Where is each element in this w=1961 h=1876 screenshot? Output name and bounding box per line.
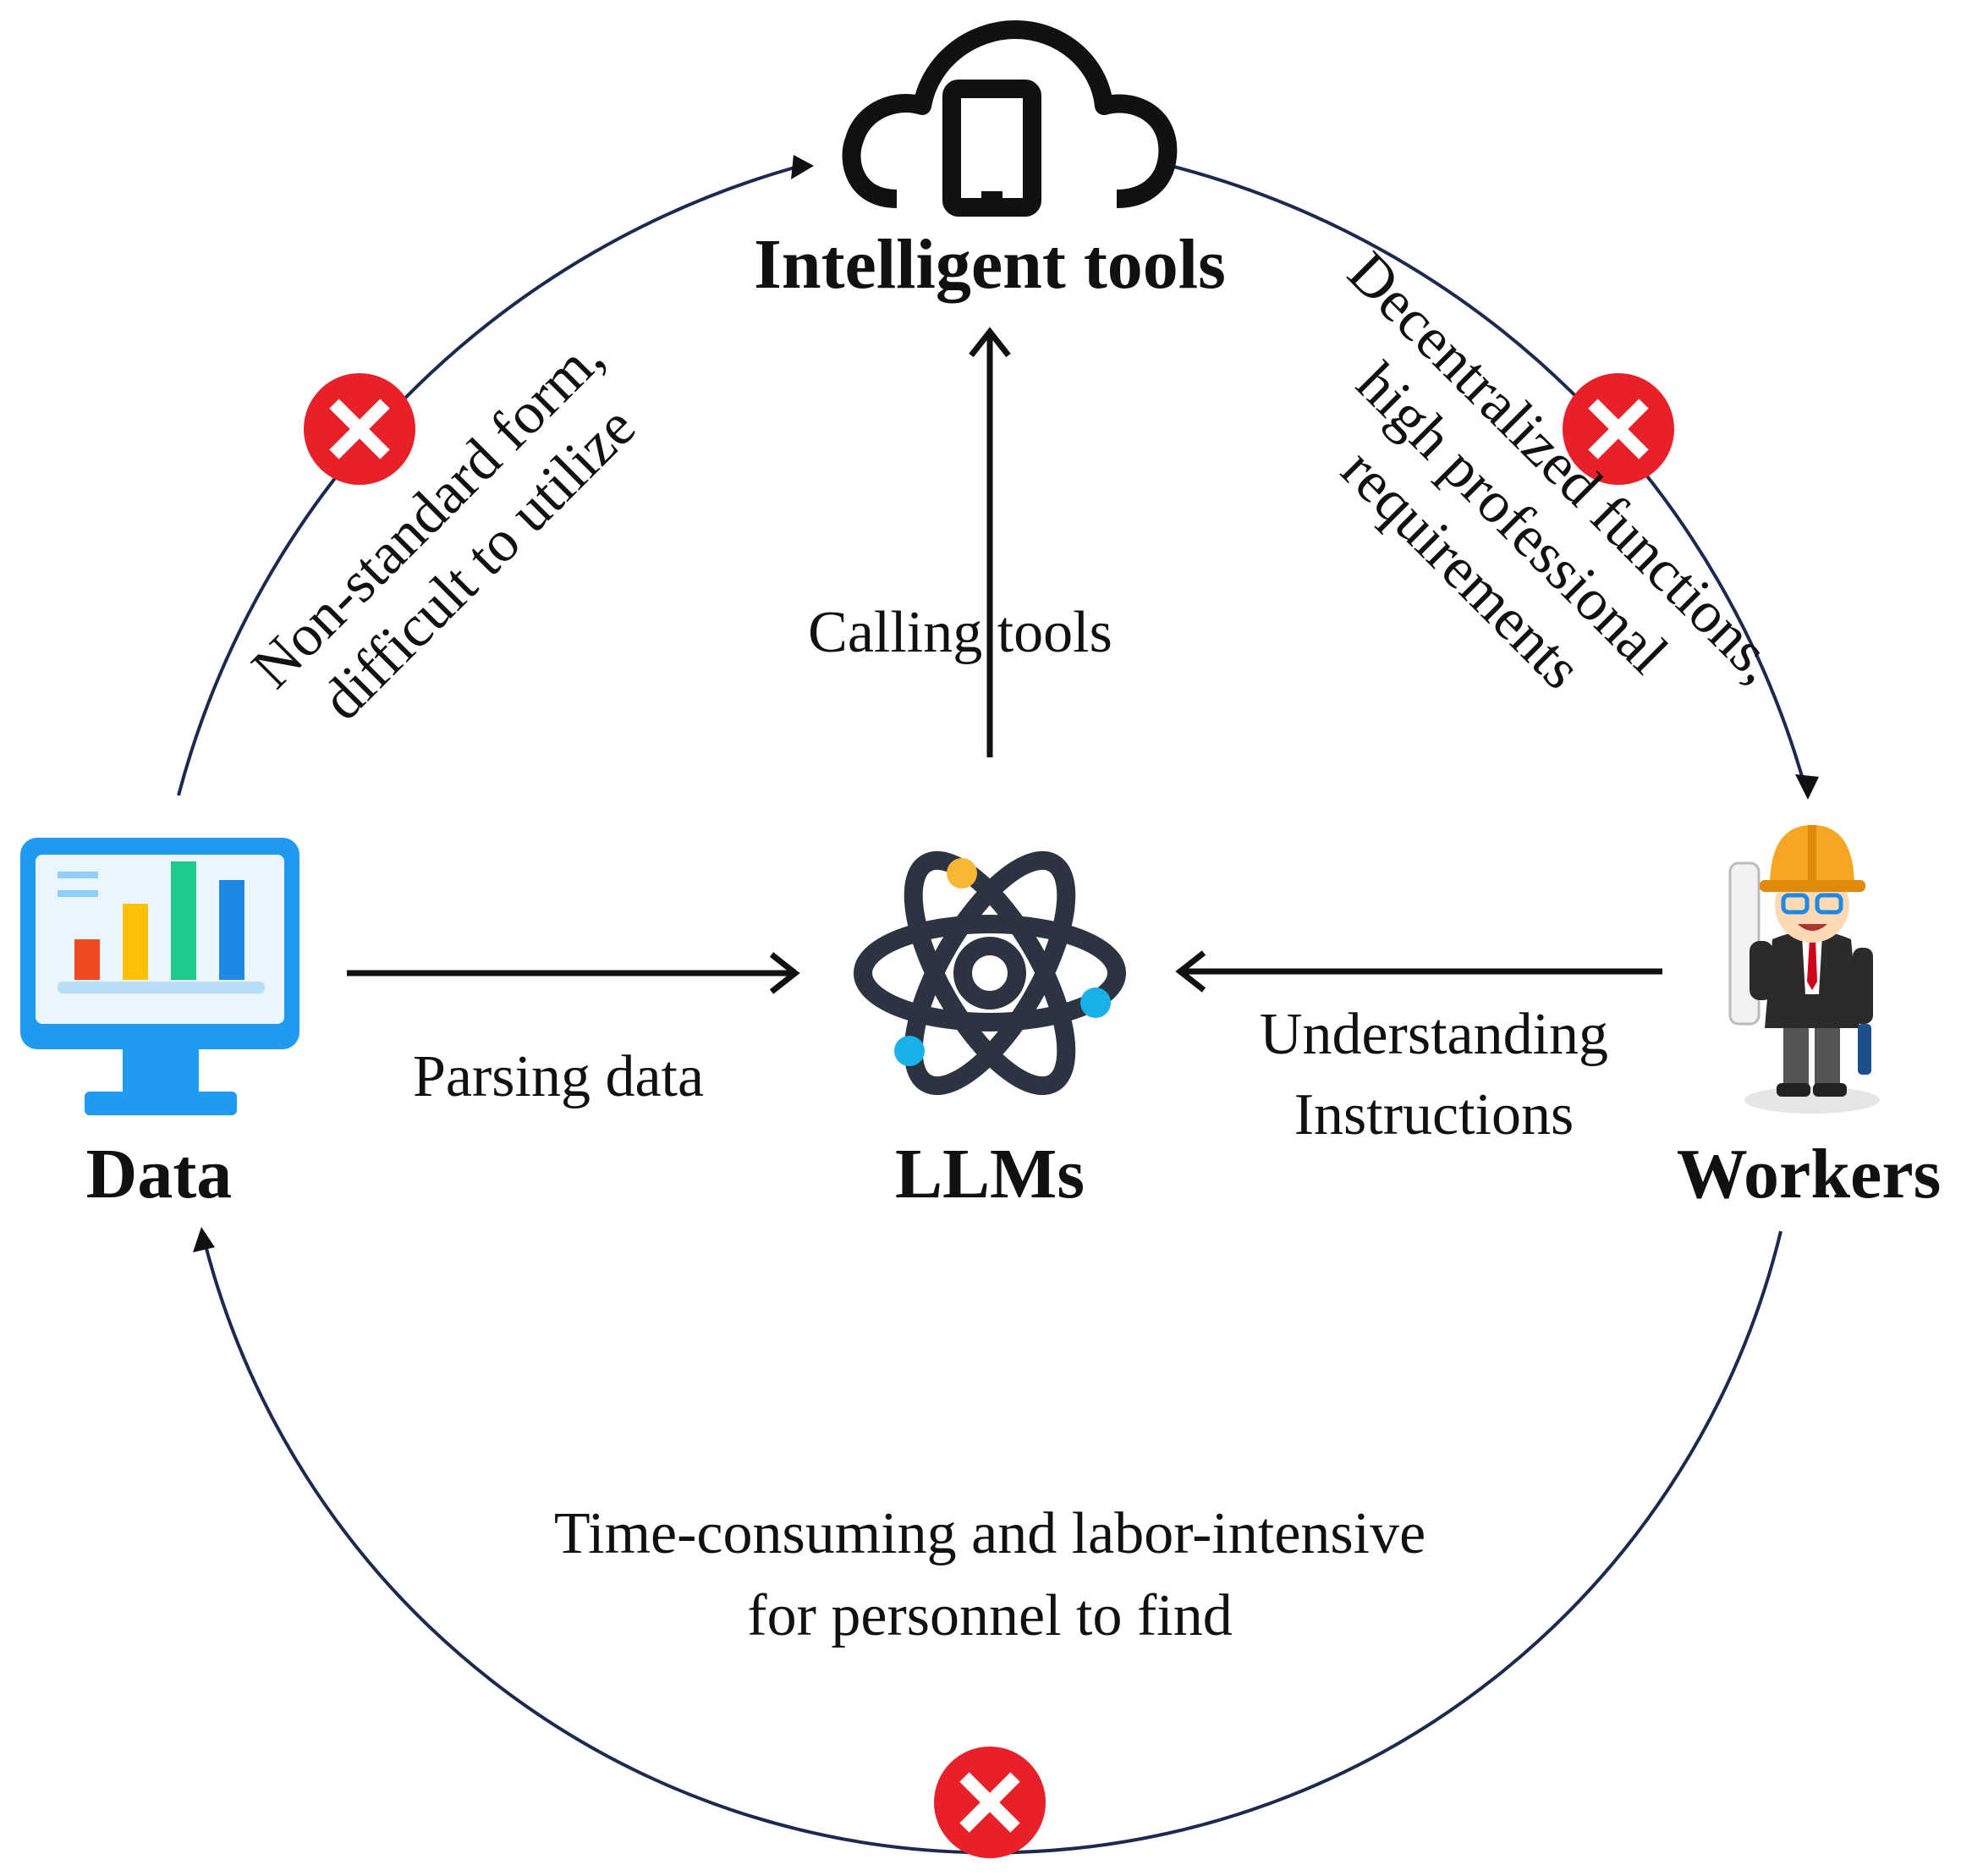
problem-marker-workers-data — [934, 1747, 1046, 1858]
edge-label-parsing-data: Parsing data — [413, 1044, 704, 1109]
arrowhead-to-data — [193, 1227, 215, 1252]
atom-icon — [854, 850, 1126, 1096]
problem-marker-data-tools — [304, 373, 415, 485]
cloud-tablet-icon — [842, 20, 1178, 217]
arc-tools-to-workers — [1167, 163, 1808, 792]
problem-label-workers-data-line-2: for personnel to find — [747, 1583, 1232, 1648]
node-label-workers: Workers — [1677, 1135, 1942, 1213]
node-label-intelligent-tools: Intelligent tools — [754, 225, 1226, 304]
edge-label-calling-tools: Calling tools — [808, 600, 1112, 665]
arrowhead-to-workers — [1795, 774, 1819, 800]
arc-data-to-tools — [177, 163, 805, 796]
engineer-worker-icon — [1728, 825, 1880, 1114]
node-label-llms: LLMs — [895, 1135, 1085, 1213]
node-label-data: Data — [86, 1135, 233, 1213]
problem-marker-tools-workers — [1563, 373, 1674, 485]
edge-label-instructions: Instructions — [1294, 1082, 1574, 1147]
edge-label-understanding: Understanding — [1260, 1002, 1608, 1067]
problem-label-data-tools: Non-standard form, difficult to utilize — [239, 324, 647, 732]
straight-arrows — [347, 327, 1662, 994]
arrowhead-to-tools — [791, 155, 814, 179]
problem-label-workers-data-line-1: Time-consuming and labor-intensive — [554, 1501, 1425, 1566]
monitor-bar-chart-icon — [20, 838, 299, 1115]
arc-arrowheads — [193, 155, 1819, 1252]
problem-label-tools-workers: Decentralized functions, high profession… — [1329, 239, 1791, 701]
